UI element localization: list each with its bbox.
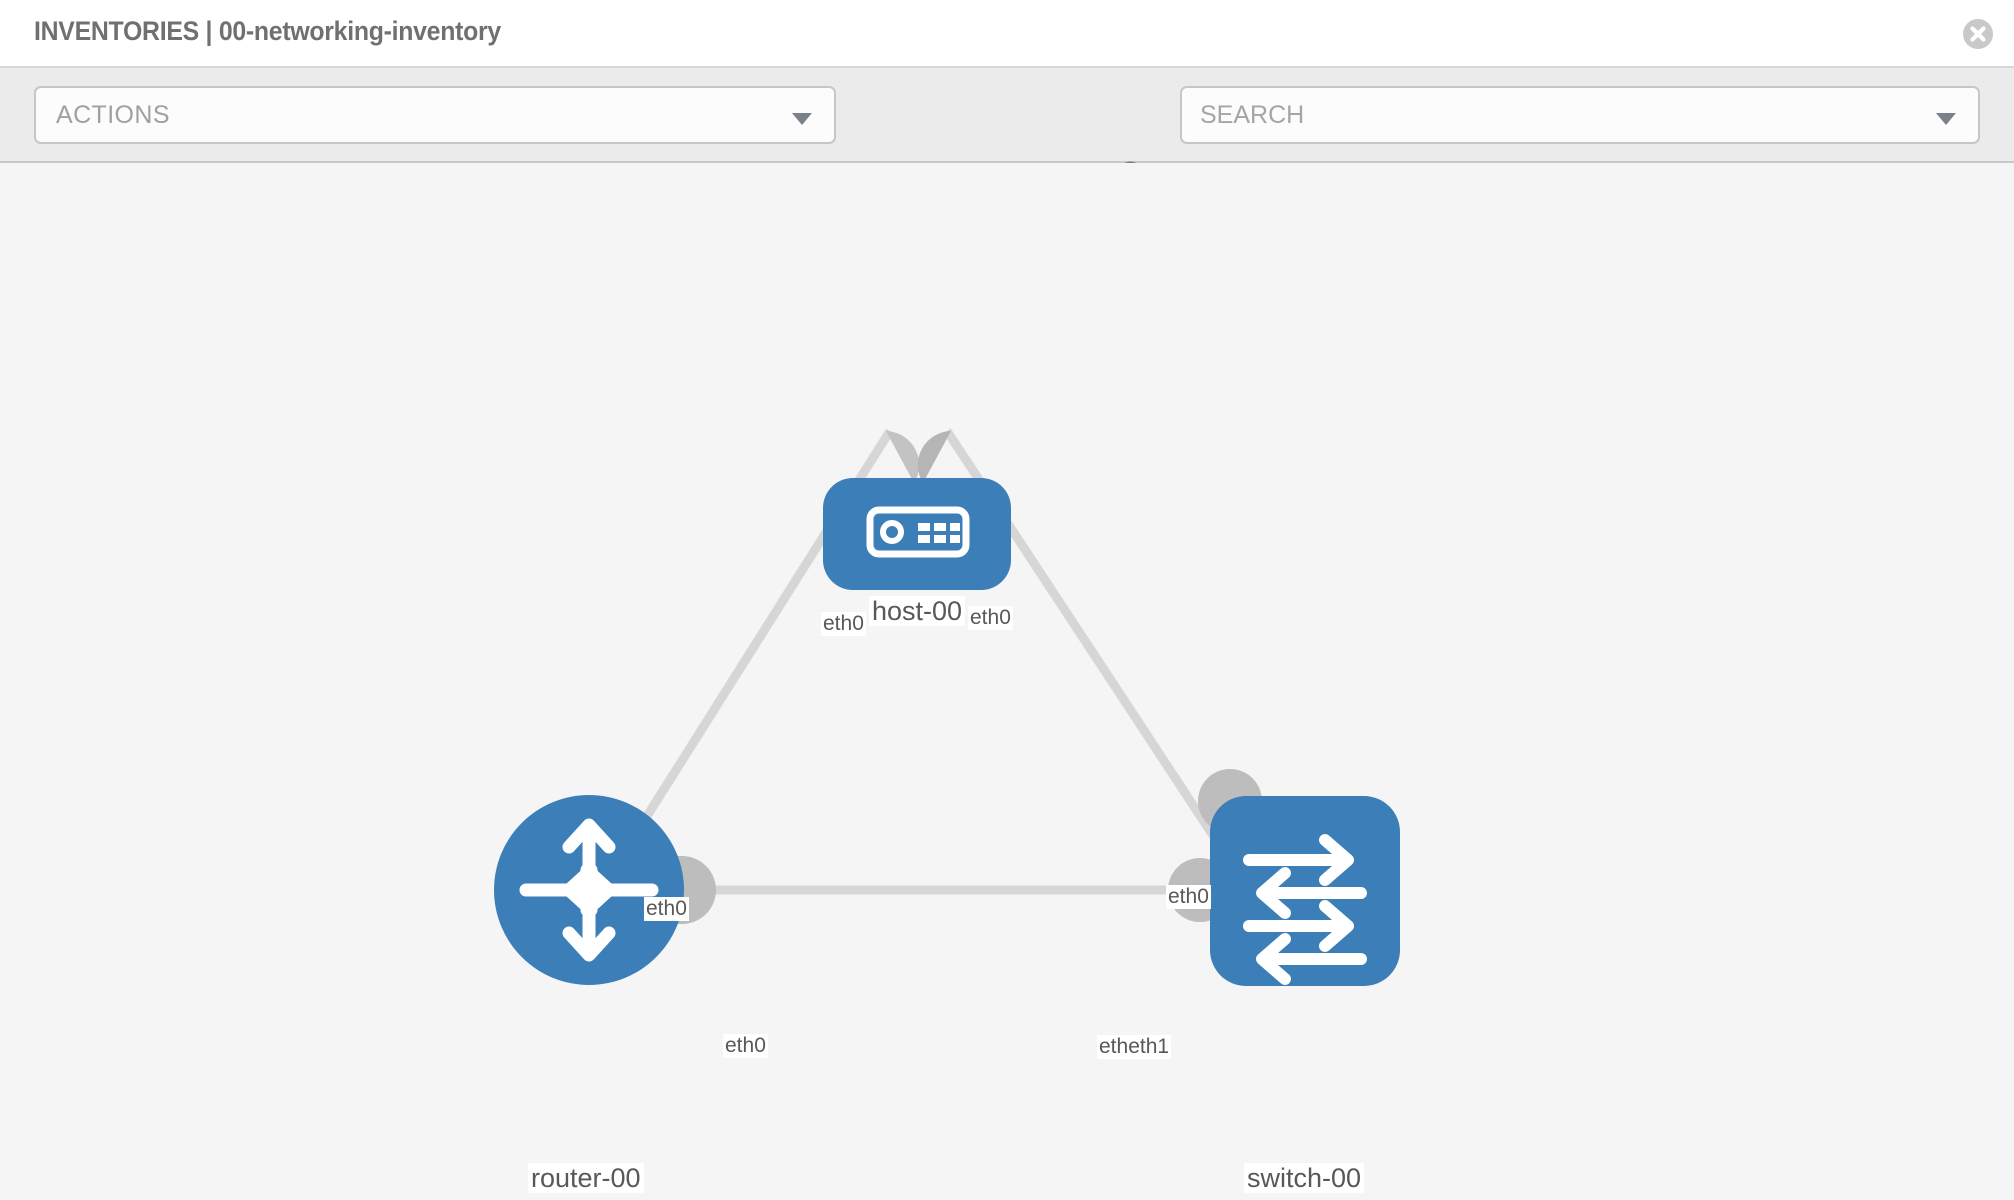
close-icon[interactable] bbox=[1960, 16, 1996, 52]
search-input[interactable] bbox=[1200, 88, 1920, 142]
edge-label-switch-up-eth: eth0 bbox=[1166, 885, 1211, 909]
topology-graph bbox=[494, 428, 1400, 986]
port-host-left bbox=[886, 431, 920, 483]
toolbar: ACTIONS bbox=[0, 68, 2014, 192]
search-field[interactable] bbox=[1180, 86, 1980, 144]
edge-label-host-left-eth: eth0 bbox=[821, 612, 866, 636]
node-host-00[interactable] bbox=[823, 478, 1011, 590]
node-label-host-00: host-00 bbox=[869, 596, 966, 627]
edge-label-router-up-eth: eth0 bbox=[644, 897, 689, 921]
page-title: INVENTORIES | 00-networking-inventory bbox=[34, 16, 501, 46]
actions-dropdown-label: ACTIONS bbox=[56, 101, 170, 129]
chevron-down-icon bbox=[792, 113, 812, 125]
topology-canvas[interactable]: host-00 router-00 switch-00 eth0 eth0 et… bbox=[0, 163, 2014, 1200]
node-label-router-00: router-00 bbox=[528, 1163, 644, 1194]
edge-label-host-right-eth: eth0 bbox=[968, 606, 1013, 630]
chevron-down-icon[interactable] bbox=[1936, 113, 1956, 125]
page-header: INVENTORIES | 00-networking-inventory bbox=[0, 0, 2014, 68]
actions-dropdown[interactable]: ACTIONS bbox=[34, 86, 836, 144]
port-host-right bbox=[917, 431, 951, 483]
node-label-switch-00: switch-00 bbox=[1244, 1163, 1365, 1194]
node-switch-00[interactable] bbox=[1210, 796, 1400, 986]
edge-label-router-right-eth: eth0 bbox=[723, 1034, 768, 1058]
edge-label-switch-left-eth: etheth1 bbox=[1097, 1035, 1172, 1059]
node-router-00[interactable] bbox=[494, 795, 684, 985]
